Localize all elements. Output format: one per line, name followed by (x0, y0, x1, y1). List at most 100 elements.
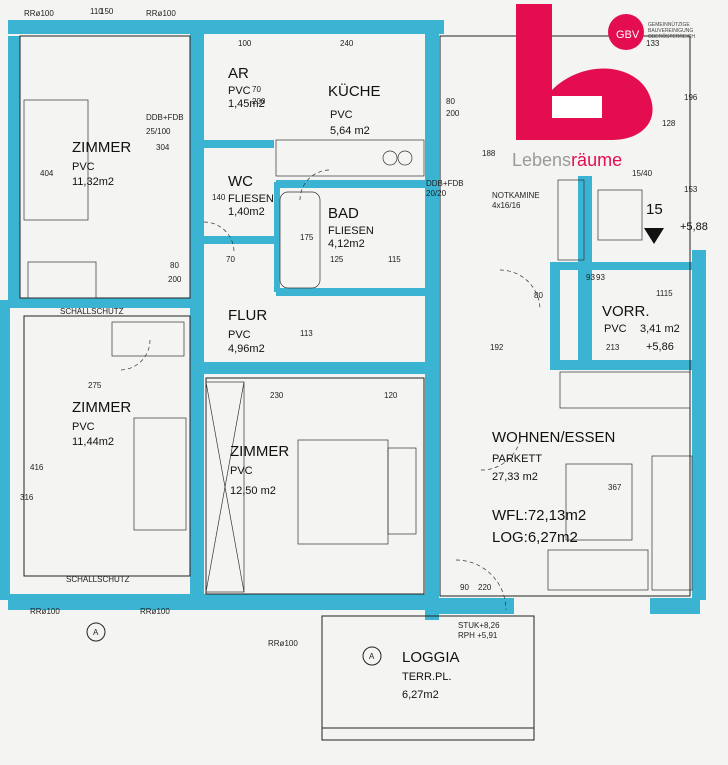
room-bad-name: BAD (328, 205, 359, 222)
room-wc-area: 1,40m2 (228, 206, 265, 218)
dim: 367 (608, 483, 622, 492)
dim: 275 (88, 381, 102, 390)
dim: 25/100 (146, 127, 171, 136)
dim: 15/40 (632, 169, 653, 178)
room-flur-area: 4,96m2 (228, 343, 265, 355)
room-wohnen-floor: PARKETT (492, 453, 542, 465)
room-labels: ZIMMER PVC 11,32m2 AR PVC 1,45m2 KÜCHE P… (72, 65, 680, 701)
walls (0, 20, 706, 620)
rr-label-1: RRø100 (24, 9, 54, 18)
dim: 90 (460, 583, 469, 592)
dim: 128 (662, 119, 676, 128)
dim: 150 (100, 7, 114, 16)
ddb-label-1: DDB+FDB (146, 113, 184, 122)
dim: 213 (606, 343, 620, 352)
room-zimmer-c-name: ZIMMER (230, 443, 289, 460)
room-bad-floor: FLIESEN (328, 225, 374, 237)
dim: 188 (482, 149, 496, 158)
rph-label: RPH +5,91 (458, 631, 498, 640)
room-vorr-floor: PVC (604, 323, 627, 335)
logo-wordmark: Lebensräume (512, 150, 622, 171)
dim: 113 (300, 329, 313, 338)
stair-number: 15 (646, 201, 663, 218)
notkamine-dim: 4x16/16 (492, 201, 521, 210)
plan-lines (19, 35, 693, 741)
room-wohnen-name: WOHNEN/ESSEN (492, 429, 615, 446)
dim: 140 (212, 193, 226, 202)
room-zimmer-c-area: 12,50 m2 (230, 485, 276, 497)
room-loggia-area: 6,27m2 (402, 689, 439, 701)
dim: 133 (646, 39, 660, 48)
logo-word-a: Lebens (512, 150, 572, 170)
rr-label-2: RRø100 (146, 9, 176, 18)
dim: 304 (156, 143, 170, 152)
room-ar-name: AR (228, 65, 249, 82)
dim: 20/20 (426, 189, 447, 198)
dim: 200 (168, 275, 182, 284)
room-kueche-floor: PVC (330, 109, 353, 121)
dim: 196 (684, 93, 698, 102)
room-zimmer-nw-area: 11,32m2 (72, 176, 114, 188)
room-kueche-area: 5,64 m2 (330, 125, 370, 137)
level-588: +5,88 (680, 221, 708, 233)
dim: 200 (446, 109, 460, 118)
dim: 220 (478, 583, 492, 592)
dim: 125 (330, 255, 344, 264)
room-vorr-area: 3,41 m2 (640, 323, 680, 335)
room-loggia-name: LOGGIA (402, 649, 460, 666)
room-ar-floor: PVC (228, 85, 251, 97)
room-ar-area: 1,45m2 (228, 98, 265, 110)
ddb-label-2: DDB+FDB (426, 179, 464, 188)
lebensraeume-logo: GBV GEMEINNÜTZIGE BAUVEREINIGUNG OBERÖST… (512, 0, 728, 175)
dim: 153 (684, 185, 698, 194)
dimensions: 110 150 240 70 200 80 200 80 200 188 25/… (20, 7, 698, 592)
dim: 93 (586, 273, 595, 282)
logo-badge: GBV (616, 29, 640, 41)
dim: 175 (300, 233, 314, 242)
room-flur-name: FLUR (228, 307, 267, 324)
room-zimmer-w-area: 11,44m2 (72, 436, 114, 448)
rr-label-3: RRø100 (30, 607, 60, 616)
room-zimmer-w-floor: PVC (72, 421, 95, 433)
room-kueche-name: KÜCHE (328, 82, 381, 100)
room-wohnen-wfl: WFL:72,13m2 (492, 507, 586, 524)
room-loggia-floor: TERR.PL. (402, 671, 452, 683)
room-zimmer-w-name: ZIMMER (72, 399, 131, 416)
schallschutz-label-2: SCHALLSCHUTZ (66, 575, 130, 584)
room-vorr-name: VORR. (602, 303, 650, 320)
room-zimmer-nw-floor: PVC (72, 161, 95, 173)
dim: 240 (340, 39, 354, 48)
rr-label-4: RRø100 (140, 607, 170, 616)
dim: 230 (270, 391, 284, 400)
dim: 80 (446, 97, 455, 106)
room-wohnen-area: 27,33 m2 (492, 471, 538, 483)
dim: 200 (252, 97, 266, 106)
rr-label-5: RRø100 (268, 639, 298, 648)
dim: 70 (226, 255, 235, 264)
dim: 192 (490, 343, 504, 352)
logo-word-b: räume (571, 150, 623, 170)
dim: 316 (20, 493, 34, 502)
logo-org: GEMEINNÜTZIGE BAUVEREINIGUNG OBERÖSTERRE… (648, 22, 695, 40)
room-flur-floor: PVC (228, 329, 251, 341)
dim: 110 (90, 7, 103, 16)
room-zimmer-nw-name: ZIMMER (72, 139, 131, 156)
notkamine-label: NOTKAMINE (492, 191, 540, 200)
room-wohnen-log: LOG:6,27m2 (492, 529, 578, 546)
dim: 404 (40, 169, 54, 178)
dim: 120 (384, 391, 398, 400)
axis-a-1: A (93, 628, 99, 637)
dim: 100 (238, 39, 252, 48)
annotations: SCHALLSCHUTZ SCHALLSCHUTZ RRø100 RRø100 … (24, 9, 708, 661)
room-bad-area: 4,12m2 (328, 238, 365, 250)
dim: 80 (534, 291, 543, 300)
room-wc-name: WC (228, 173, 253, 190)
room-zimmer-c-floor: PVC (230, 465, 253, 477)
dim: 1115 (656, 289, 673, 298)
dim: 70 (252, 85, 261, 94)
schallschutz-label: SCHALLSCHUTZ (60, 307, 124, 316)
room-wc-floor: FLIESEN (228, 193, 274, 205)
level-586: +5,86 (646, 341, 674, 353)
stuk-label: STUK+8,26 (458, 621, 500, 630)
